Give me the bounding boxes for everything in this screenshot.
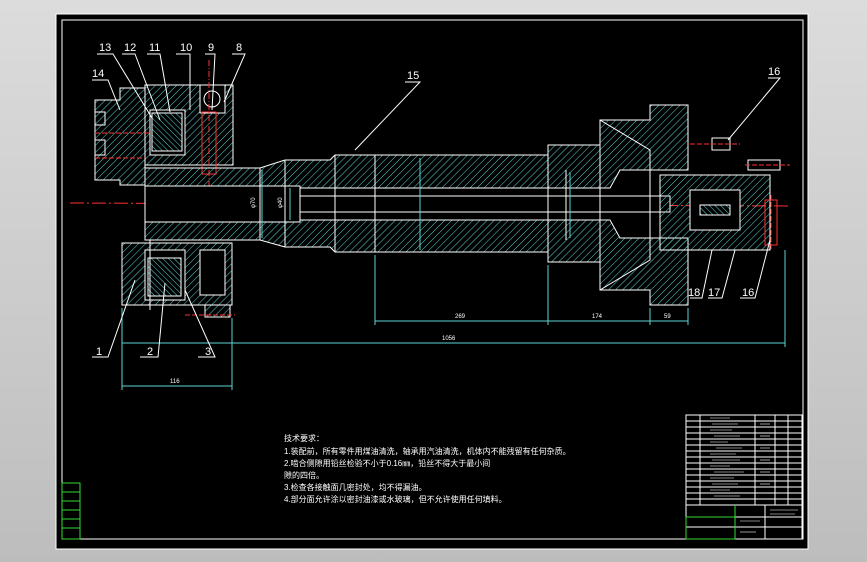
- dim-1056: 1056: [442, 336, 456, 342]
- label-10: 11: [149, 42, 160, 54]
- notes-line-1: 1.装配前，所有零件用煤油清洗，轴承用汽油清洗，机体内不能残留有任何杂质。: [284, 446, 571, 456]
- label-12: 13: [99, 42, 111, 54]
- dim-vertical-2: φ40: [278, 197, 284, 208]
- title-block-scribbles: [710, 417, 798, 533]
- binding-strip: [61, 482, 81, 540]
- label-2: 2: [147, 346, 153, 358]
- notes-line-4: 3.检查各接触面几密封处，均不得漏油。: [284, 482, 427, 492]
- dim-vertical-1: φ70: [251, 197, 257, 208]
- label-15: 16: [768, 66, 780, 78]
- dim-116: 116: [170, 379, 180, 385]
- label-11: 12: [124, 42, 136, 54]
- label-16: 16: [742, 287, 754, 299]
- notes-title: 技术要求：: [284, 433, 324, 443]
- notes-line-2: 2.啮合侧隙用铅丝检验不小于0.16㎜，铅丝不得大于最小间: [284, 458, 490, 468]
- technical-requirements: 技术要求： 1.装配前，所有零件用煤油清洗，轴承用汽油清洗，机体内不能残留有任何…: [284, 433, 571, 504]
- notes-line-5: 4.部分面允许涂以密封油漆或水玻璃，但不允许使用任何填料。: [284, 494, 507, 504]
- dimension-lines: [121, 250, 786, 390]
- label-7: 8: [236, 42, 242, 54]
- leader-lines: [92, 53, 782, 358]
- label-17: 17: [708, 287, 720, 299]
- dim-174: 174: [592, 314, 603, 320]
- label-9: 10: [180, 42, 192, 54]
- chuck-assembly: [94, 60, 235, 318]
- outer-frame: [55, 13, 809, 550]
- dim-59: 59: [664, 314, 671, 320]
- title-block: [685, 414, 803, 540]
- label-18: 18: [688, 287, 700, 299]
- spindle-body: [144, 104, 790, 306]
- label-1: 1: [96, 346, 102, 358]
- label-14: 15: [407, 70, 419, 82]
- label-13: 14: [92, 68, 104, 80]
- label-3: 3: [205, 346, 211, 358]
- inner-dimension-lines: [261, 158, 571, 250]
- dim-269: 269: [455, 314, 466, 320]
- notes-line-3: 隙的四倍。: [284, 470, 324, 480]
- inner-frame: [61, 19, 804, 540]
- label-8: 9: [208, 42, 214, 54]
